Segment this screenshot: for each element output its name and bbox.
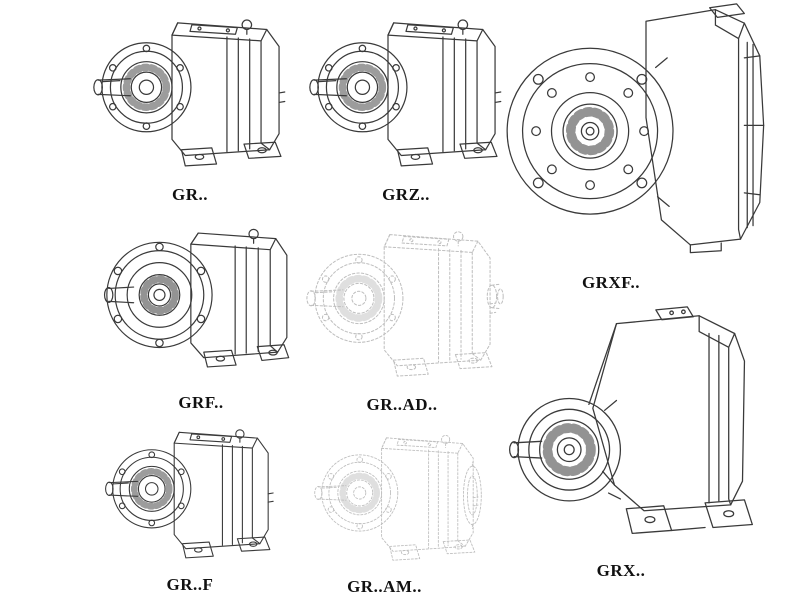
figure-gr-am: GR..AM.. <box>294 420 500 597</box>
figure-grx: GRX.. <box>498 302 794 581</box>
grx-foot-mounted-gearbox-drawing <box>498 302 794 558</box>
figure-gr-ad-label: GR..AD.. <box>366 395 438 414</box>
figure-grf: GRF.. <box>88 210 314 413</box>
gr-foot-mounted-gearbox-drawing <box>84 2 296 182</box>
figure-gr-am-label: GR..AM.. <box>347 577 422 596</box>
figure-gr-f-label: GR..F <box>166 575 214 594</box>
figure-grx-label: GRX.. <box>596 561 646 580</box>
grz-foot-mounted-gearbox-drawing <box>300 2 512 182</box>
figure-grxf-label: GRXF.. <box>581 273 641 292</box>
figure-grf-label: GRF.. <box>178 393 224 412</box>
figure-grxf: GRXF.. <box>497 0 795 293</box>
gr-f-foot-mounted-gearbox-drawing <box>84 414 296 572</box>
gr-am-motor-adapter-gearbox-drawing <box>294 420 482 574</box>
figure-gr-f: GR..F <box>84 414 296 595</box>
grf-flange-gearbox-drawing <box>88 210 314 390</box>
figure-gr-label: GR.. <box>172 185 208 204</box>
figure-grz: GRZ.. <box>300 2 512 205</box>
figure-gr: GR.. <box>84 2 296 205</box>
gr-ad-input-adapter-gearbox-drawing <box>296 214 504 392</box>
figure-gr-ad: GR..AD.. <box>296 214 508 415</box>
figure-grz-label: GRZ.. <box>382 185 430 204</box>
grxf-flange-mounted-gearbox-drawing <box>497 0 795 270</box>
